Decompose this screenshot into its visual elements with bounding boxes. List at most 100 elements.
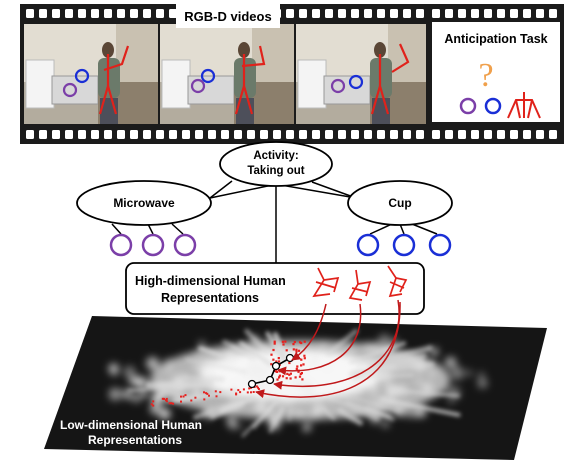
perforation: [510, 9, 518, 18]
frame-skeleton: [370, 43, 410, 115]
perforation: [286, 9, 294, 18]
anticipation-panel-body: [432, 22, 560, 122]
perforation: [169, 9, 177, 18]
perforation: [458, 9, 466, 18]
perforation: [286, 130, 294, 139]
perforation: [156, 9, 164, 18]
perforation: [484, 130, 492, 139]
skeleton-sequence-icons: [312, 265, 408, 301]
perforation: [549, 130, 557, 139]
perforation: [403, 130, 411, 139]
low-dim-label-line2: Representations: [88, 433, 182, 447]
perforation: [364, 9, 372, 18]
activity-node: Activity: Taking out: [219, 141, 333, 187]
cup-object-circles: [356, 233, 452, 257]
perforation: [445, 130, 453, 139]
task-perforations-bottom: [432, 130, 557, 139]
high-dim-box: High-dimensional Human Representations: [125, 262, 425, 315]
perforation: [273, 130, 281, 139]
perforation: [416, 130, 424, 139]
frame-object-purple: [62, 82, 78, 98]
perforation: [247, 130, 255, 139]
perforation: [351, 9, 359, 18]
perforation: [39, 9, 47, 18]
perforation: [549, 9, 557, 18]
perforation: [26, 9, 34, 18]
perforation: [325, 9, 333, 18]
video-frames: [24, 24, 430, 124]
perforation: [445, 9, 453, 18]
perforation: [471, 9, 479, 18]
perforation: [91, 9, 99, 18]
perforation: [377, 130, 385, 139]
question-mark-icon: ?: [478, 57, 493, 94]
perforation: [260, 130, 268, 139]
perforation: [91, 130, 99, 139]
perforation: [432, 9, 440, 18]
frame-object-purple: [330, 78, 346, 94]
task-object-circle-purple: [459, 97, 477, 115]
perforation: [65, 130, 73, 139]
perforation: [104, 9, 112, 18]
frame-object-blue: [74, 68, 90, 84]
perforation: [536, 130, 544, 139]
perforation: [195, 130, 203, 139]
perforation: [156, 130, 164, 139]
perforation: [523, 130, 531, 139]
perforation: [130, 130, 138, 139]
video-frame-1: [24, 24, 158, 124]
perforation: [497, 9, 505, 18]
task-object-circle-blue: [484, 97, 502, 115]
skeleton-icon-1: [312, 267, 340, 298]
perforation: [65, 9, 73, 18]
frame-object-blue: [200, 68, 216, 84]
perforation: [130, 9, 138, 18]
low-dim-label-line1: Low-dimensional Human: [60, 418, 202, 432]
cup-node: Cup: [347, 180, 453, 226]
perforation: [26, 130, 34, 139]
high-dim-label-line2: Representations: [161, 291, 259, 305]
perforation: [52, 9, 60, 18]
perforation: [338, 130, 346, 139]
microwave-node: Microwave: [76, 180, 212, 226]
perforation: [338, 9, 346, 18]
perforation: [390, 130, 398, 139]
frame-skeleton: [234, 45, 266, 115]
perforation: [182, 130, 190, 139]
anticipation-title: Anticipation Task: [444, 32, 547, 46]
perforation: [143, 9, 151, 18]
film-title: RGB-D videos: [184, 9, 271, 24]
high-dim-label-line1: High-dimensional Human: [135, 274, 286, 288]
perforation: [484, 9, 492, 18]
perforation: [432, 130, 440, 139]
perforation: [536, 9, 544, 18]
activity-label-line2: Taking out: [247, 165, 304, 177]
mapping-arrows: [255, 299, 401, 399]
perforation: [299, 9, 307, 18]
perforation: [39, 130, 47, 139]
frame-skeleton: [98, 45, 130, 115]
skeleton-icon-2: [348, 269, 372, 301]
task-skeleton-icon: [507, 92, 541, 119]
low-dim-plane: Low-dimensional Human Representations: [44, 316, 547, 460]
microwave-object-circles: [109, 233, 197, 257]
perforation: [52, 130, 60, 139]
activity-label-line1: Activity:: [253, 150, 298, 162]
perforation: [458, 130, 466, 139]
perforation: [364, 130, 372, 139]
anticipation-panel: Anticipation Task ?: [426, 4, 564, 144]
task-perforations-top: [432, 9, 557, 18]
video-frame-3: [296, 24, 430, 124]
film-strip: RGB-D videos: [20, 4, 432, 144]
perforation: [104, 130, 112, 139]
perforation: [221, 130, 229, 139]
frame-object-purple: [190, 78, 206, 94]
cup-label: Cup: [388, 196, 411, 210]
film-title-plate: [176, 4, 280, 28]
perforation: [117, 130, 125, 139]
perforation: [377, 9, 385, 18]
perforation: [234, 130, 242, 139]
perforation: [351, 130, 359, 139]
perforation: [208, 130, 216, 139]
